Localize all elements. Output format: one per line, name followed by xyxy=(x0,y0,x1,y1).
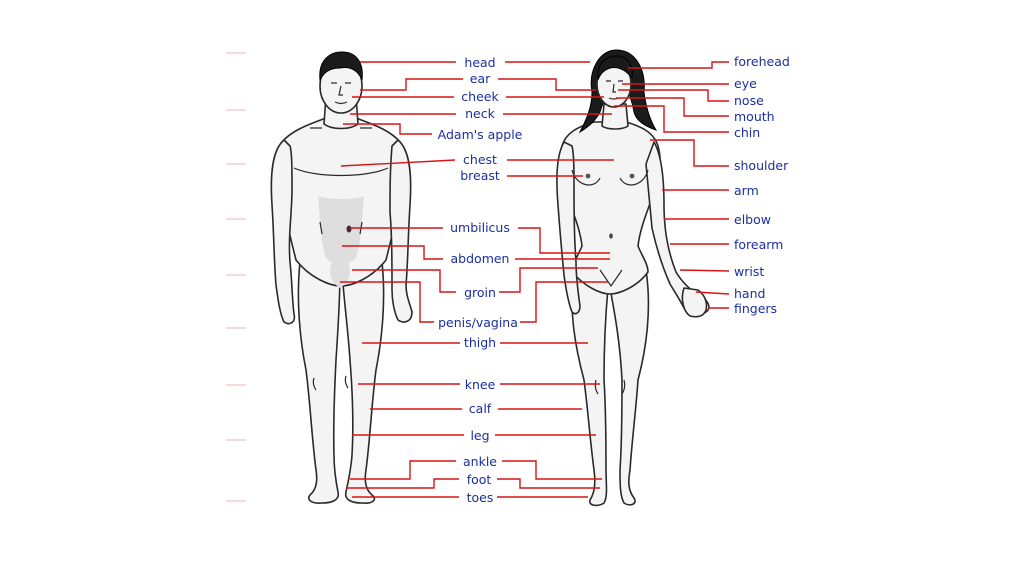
label-adams-apple: Adam's apple xyxy=(438,127,523,142)
label-hand: hand xyxy=(734,286,765,301)
male-figure xyxy=(270,51,413,504)
label-nose: nose xyxy=(734,93,764,108)
label-arm: arm xyxy=(734,183,759,198)
right-labels: forehead eye nose mouth chin shoulder ar… xyxy=(734,54,790,316)
label-neck: neck xyxy=(465,106,495,121)
label-head: head xyxy=(464,55,495,70)
label-groin: groin xyxy=(464,285,496,300)
label-toes: toes xyxy=(467,490,494,505)
label-calf: calf xyxy=(469,401,492,416)
leader-lines xyxy=(340,61,730,498)
label-cheek: cheek xyxy=(461,89,499,104)
female-right-leg xyxy=(609,269,650,506)
label-leg: leg xyxy=(470,428,489,443)
label-chin: chin xyxy=(734,125,760,140)
label-penis-vagina: penis/vagina xyxy=(438,315,518,330)
male-left-arm xyxy=(270,139,296,325)
male-right-arm xyxy=(389,139,413,323)
margin-ticks xyxy=(226,52,246,502)
center-labels: head ear cheek neck Adam's apple chest b… xyxy=(438,55,523,505)
label-shoulder: shoulder xyxy=(734,158,789,173)
label-forehead: forehead xyxy=(734,54,790,69)
label-ear: ear xyxy=(470,71,491,86)
label-ankle: ankle xyxy=(463,454,497,469)
label-umbilicus: umbilicus xyxy=(450,220,510,235)
label-eye: eye xyxy=(734,76,757,91)
female-left-arm xyxy=(556,141,581,315)
male-left-leg xyxy=(297,261,341,504)
female-right-hand xyxy=(681,287,708,318)
label-thigh: thigh xyxy=(464,335,496,350)
female-right-arm xyxy=(645,141,710,315)
label-forearm: forearm xyxy=(734,237,783,252)
label-knee: knee xyxy=(465,377,496,392)
female-neck xyxy=(601,103,629,130)
male-hair xyxy=(319,51,363,82)
female-left-leg xyxy=(571,269,609,507)
label-fingers: fingers xyxy=(734,301,777,316)
label-elbow: elbow xyxy=(734,212,771,227)
label-breast: breast xyxy=(460,168,500,183)
female-figure xyxy=(556,49,710,507)
label-foot: foot xyxy=(467,472,492,487)
label-wrist: wrist xyxy=(734,264,764,279)
label-chest: chest xyxy=(463,152,497,167)
label-abdomen: abdomen xyxy=(451,251,510,266)
label-mouth: mouth xyxy=(734,109,775,124)
male-right-leg xyxy=(341,261,385,504)
